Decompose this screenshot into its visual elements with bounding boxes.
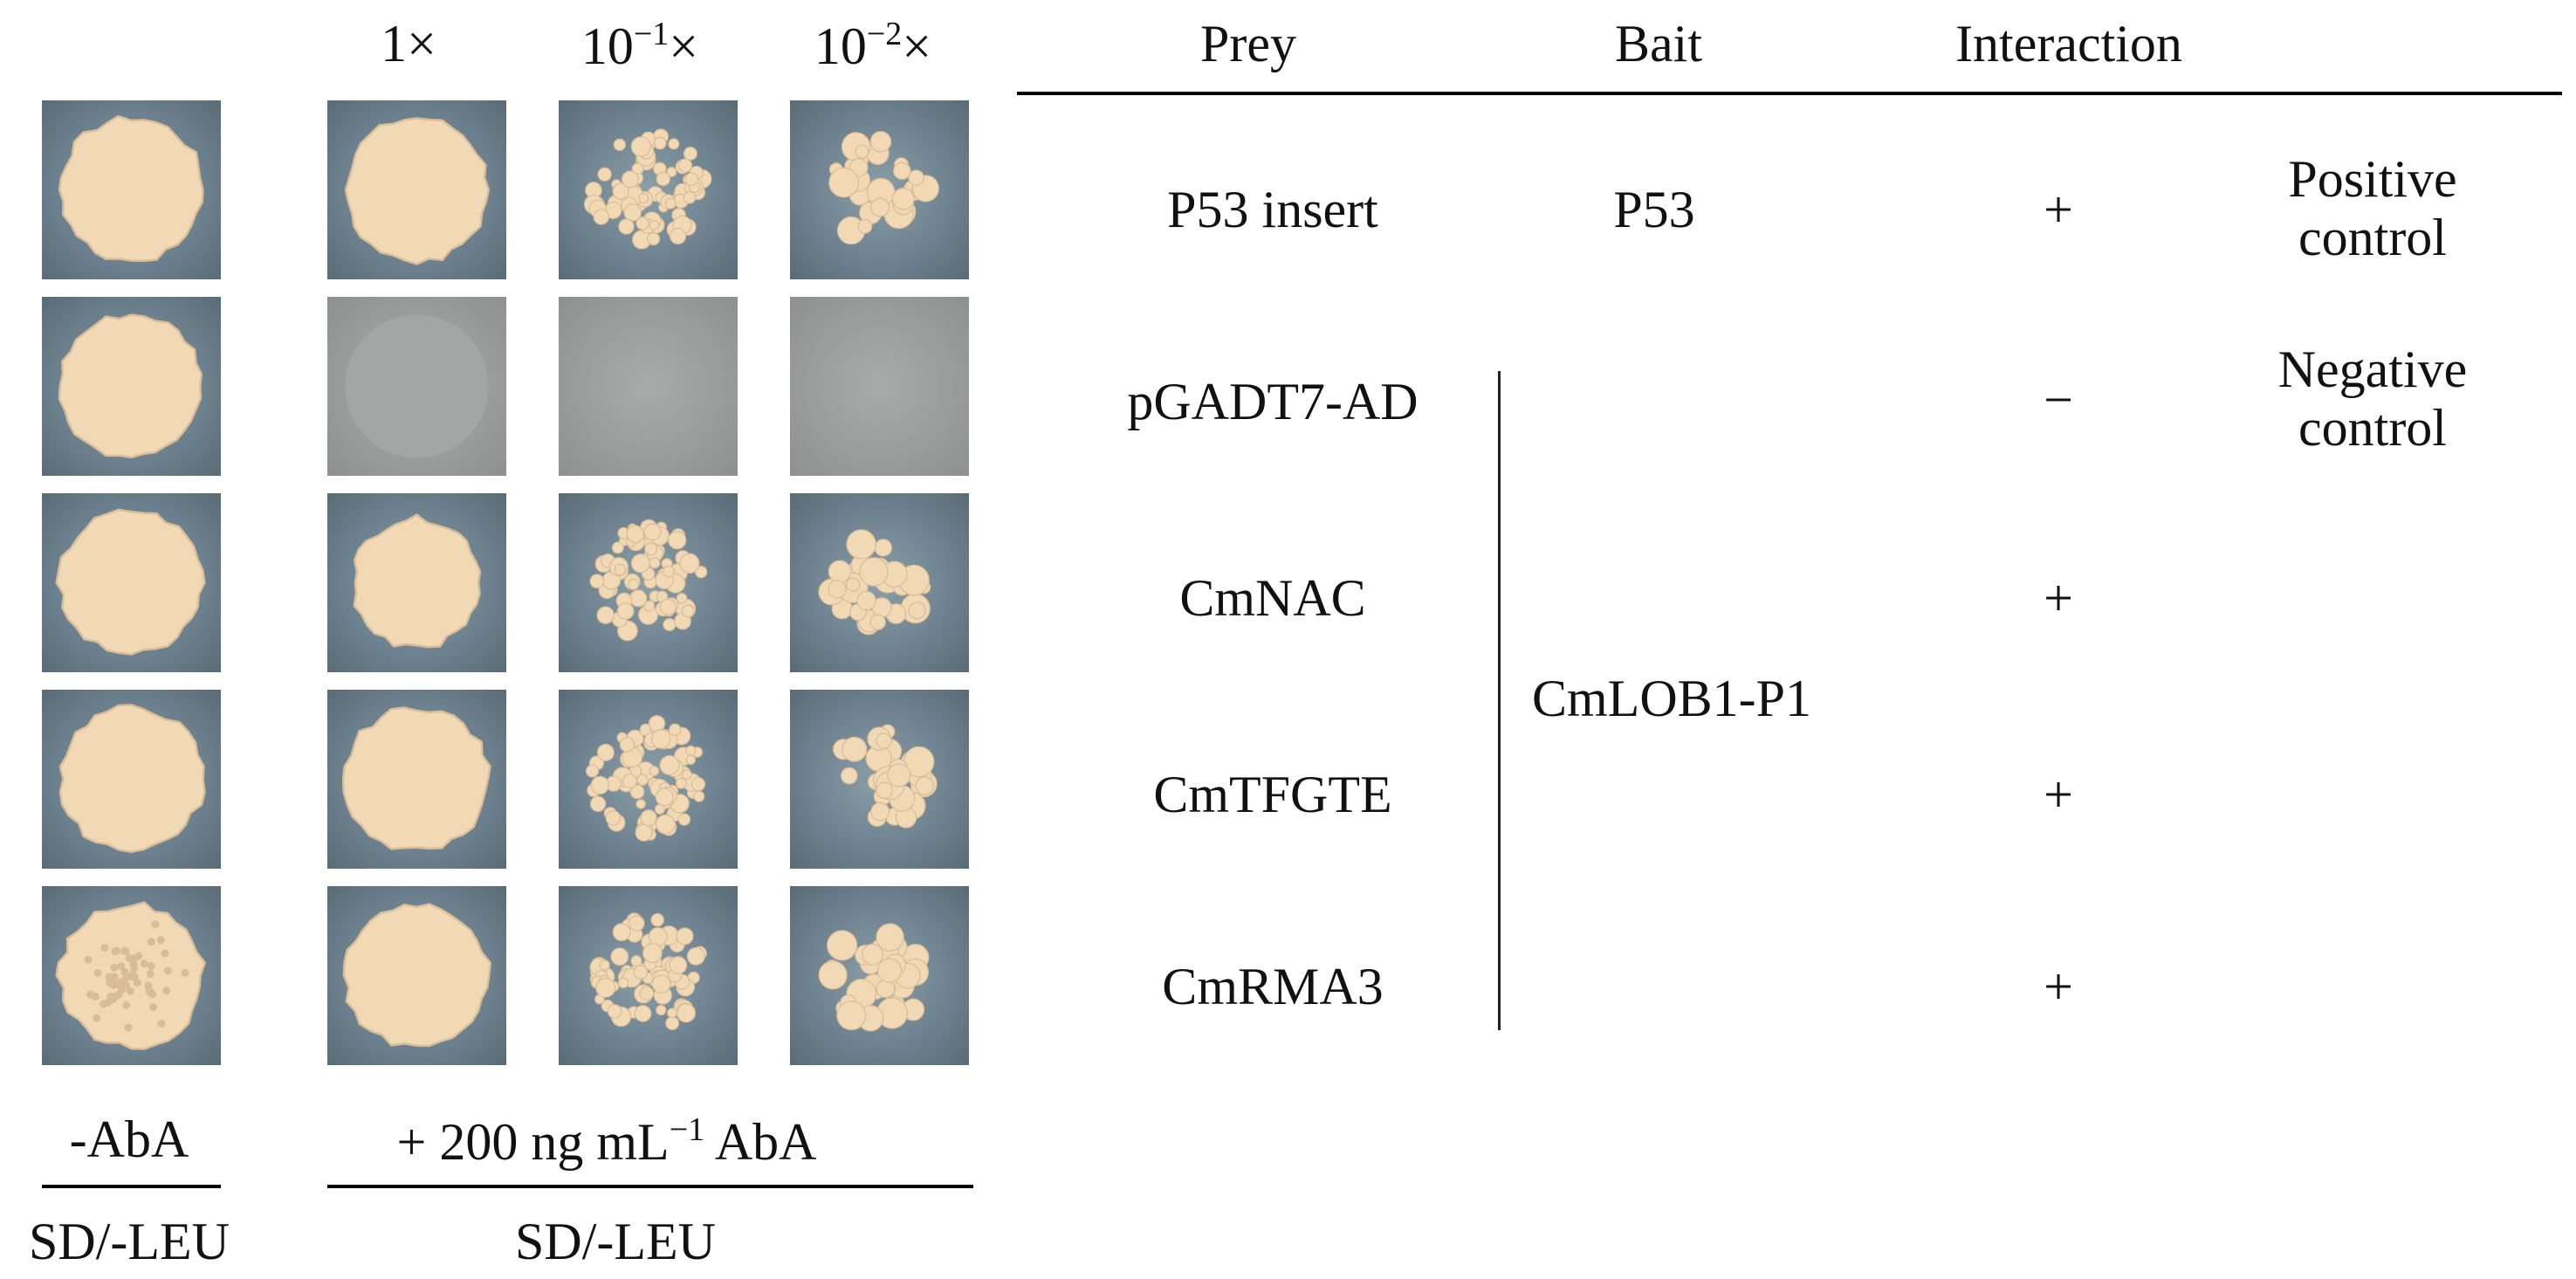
interaction-row-1: + — [2044, 181, 2073, 238]
colony-tile-r5-c2 — [327, 886, 506, 1065]
colony-tile-r3-c1 — [42, 493, 221, 672]
medium-right-label: SD/-LEU — [515, 1213, 716, 1270]
colony-tile-r4-c3 — [559, 690, 738, 869]
interaction-row-2: − — [2044, 371, 2073, 429]
prey-p53-insert: P53 insert — [1167, 181, 1378, 238]
interaction-row-5: + — [2044, 958, 2073, 1015]
colony-tile-r4-c1 — [42, 690, 221, 869]
colony-tile-r1-c4 — [790, 100, 969, 279]
minus-aba-rule — [42, 1185, 221, 1188]
colony-tile-r3-c2 — [327, 493, 506, 672]
header-prey: Prey — [1200, 15, 1296, 72]
colony-tile-r2-c2 — [327, 297, 506, 476]
prey-cmnac: CmNAC — [1179, 569, 1366, 627]
colony-tile-r1-c1 — [42, 100, 221, 279]
header-bait: Bait — [1615, 15, 1702, 72]
colony-tile-r4-c2 — [327, 690, 506, 869]
prey-pgadt7-ad: pGADT7-AD — [1127, 373, 1419, 430]
dilution-header-10-1: 10−1× — [580, 16, 699, 75]
bait-cmlob1-p1: CmLOB1-P1 — [1531, 670, 1812, 727]
interaction-row-3: + — [2044, 569, 2073, 627]
colony-tile-r2-c4 — [790, 297, 969, 476]
dilution-header-10-2: 10−2× — [814, 16, 932, 75]
interaction-row-4: + — [2044, 766, 2073, 823]
colony-tile-r5-c3 — [559, 886, 738, 1065]
prey-cmrma3: CmRMA3 — [1162, 958, 1384, 1015]
bait-p53: P53 — [1613, 181, 1695, 238]
bait-bracket-line — [1498, 371, 1501, 1030]
header-interaction: Interaction — [1955, 15, 2182, 72]
medium-left-label: SD/-LEU — [29, 1213, 230, 1270]
plus-aba-label: + 200 ng mL−1 AbA — [396, 1111, 817, 1171]
colony-tile-r2-c1 — [42, 297, 221, 476]
prey-cmtfgte: CmTFGTE — [1153, 766, 1392, 823]
colony-tile-r5-c4 — [790, 886, 969, 1065]
colony-tile-r2-c3 — [559, 297, 738, 476]
header-rule — [1017, 92, 2562, 95]
plus-aba-rule — [327, 1185, 973, 1188]
colony-tile-r4-c4 — [790, 690, 969, 869]
colony-tile-r5-c1 — [42, 886, 221, 1065]
colony-tile-r3-c3 — [559, 493, 738, 672]
dilution-header-1x: 1× — [381, 15, 436, 72]
colony-tile-r3-c4 — [790, 493, 969, 672]
colony-tile-r1-c2 — [327, 100, 506, 279]
colony-tile-r1-c3 — [559, 100, 738, 279]
minus-aba-label: -AbA — [69, 1111, 189, 1168]
